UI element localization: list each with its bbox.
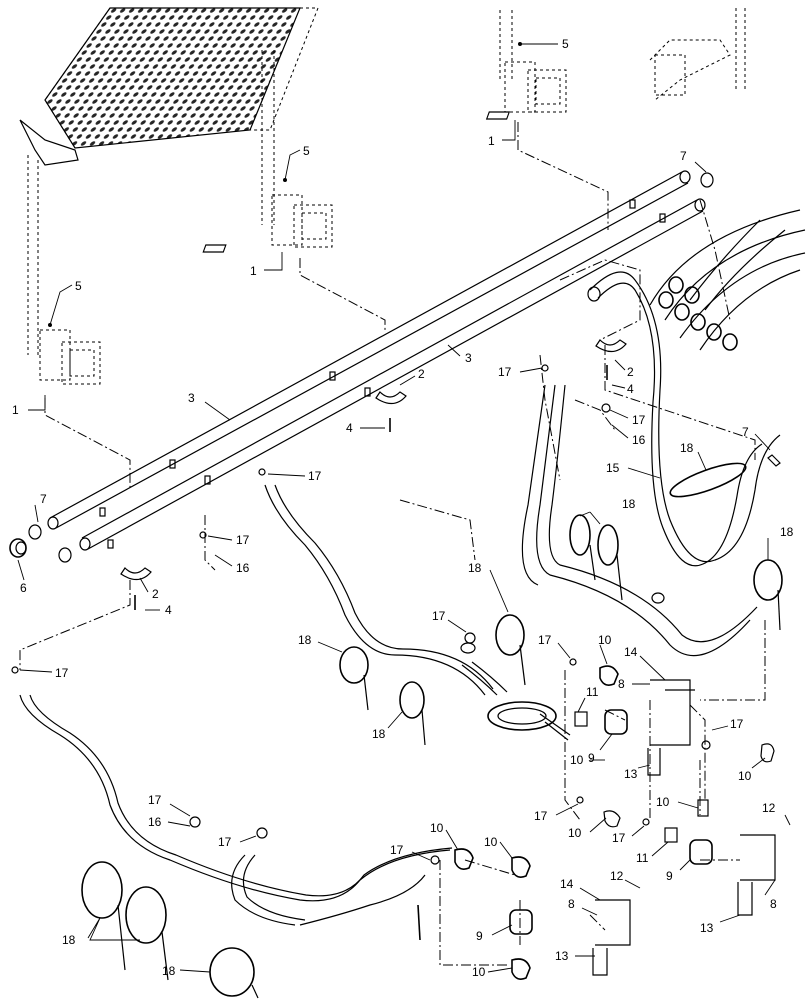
step-bracket-top [485,10,567,120]
callout-label: 17 [498,365,512,379]
hose-right-run [521,384,758,657]
callout-label: 11 [586,685,599,699]
callout-label: 17 [236,533,250,547]
hose-bundle [649,209,806,351]
callout-label: 17 [148,793,162,807]
callout-label: 17 [390,843,404,857]
callout-label: 15 [606,461,620,475]
callout-label: 10 [472,965,486,979]
callout-label: 18 [780,525,794,539]
bolts [134,365,608,610]
step-bracket-middle [202,194,333,253]
callout-label: 12 [610,869,624,883]
callout-label: 13 [700,921,714,935]
callout-label: 3 [465,351,472,365]
callout-label: 18 [162,964,176,978]
callout-label: 10 [656,795,670,809]
callout-label: 2 [152,587,159,601]
callout-label: 17 [308,469,322,483]
clips [11,364,711,941]
plugs [28,172,781,563]
callout-label: 17 [218,835,232,849]
end-cap [9,538,27,558]
callout-label: 13 [624,767,638,781]
callout-label: 9 [476,929,483,943]
callout-label: 7 [40,492,47,506]
ring-fitting [487,701,571,741]
step-bracket-left [39,329,101,385]
callout-label: 16 [148,815,162,829]
callout-label: 4 [346,421,353,435]
callout-label: 10 [598,633,612,647]
callout-label: 17 [612,831,626,845]
callout-label: 10 [568,826,582,840]
callout-label: 17 [538,633,552,647]
callout-label: 17 [730,717,744,731]
callout-label: 5 [303,144,310,158]
callout-label: 14 [560,877,574,891]
callout-label: 4 [627,382,634,396]
callout-label: 18 [298,633,312,647]
callout-label: 7 [680,149,687,163]
clamp-brackets [120,339,627,581]
callout-label: 16 [632,433,646,447]
callout-label: 1 [488,134,495,148]
callout-label: 4 [165,603,172,617]
callout-label: 18 [62,933,76,947]
callout-label: 10 [430,821,444,835]
coiled-cables [81,462,783,999]
mount-brackets [592,679,776,976]
tube-studs [99,199,666,549]
frame-bracket-upper-right [649,8,746,101]
center-lines [19,122,766,966]
callout-label: 8 [770,897,777,911]
platform-grating [19,7,319,355]
callout-label: 1 [12,403,19,417]
hose-lower-run [19,694,453,926]
callout-label: 14 [624,645,638,659]
callout-label: 11 [636,851,649,865]
callout-label: 7 [742,425,749,439]
callout-label: 18 [622,497,636,511]
callout-label: 17 [534,809,548,823]
callout-label: 5 [75,279,82,293]
callout-label: 8 [568,897,575,911]
callout-label: 17 [432,609,446,623]
callout-label: 6 [20,581,27,595]
callout-label: 10 [570,753,584,767]
callout-label: 18 [372,727,386,741]
callout-label: 9 [666,869,673,883]
tube-upper [47,170,691,530]
hose-15 [587,271,781,567]
callout-label: 5 [562,37,569,51]
callout-label: 1 [250,264,257,278]
valves-fittings [454,665,775,980]
callout-label: 17 [632,413,646,427]
callout-label: 12 [762,801,776,815]
callout-label: 16 [236,561,250,575]
callout-label: 10 [484,835,498,849]
callout-label: 2 [627,365,634,379]
tube-lower [79,198,706,551]
callout-label: 17 [55,666,69,680]
callout-label: 18 [680,441,694,455]
callout-label: 18 [468,561,482,575]
callout-label: 3 [188,391,195,405]
callouts: 1 1 1 2 2 2 3 3 4 4 4 5 5 5 6 [12,37,794,979]
callout-label: 9 [588,751,595,765]
hose-middle-run [264,484,508,696]
callout-label: 2 [418,367,425,381]
callout-label: 13 [555,949,569,963]
callout-label: 10 [738,769,752,783]
callout-label: 8 [618,677,625,691]
